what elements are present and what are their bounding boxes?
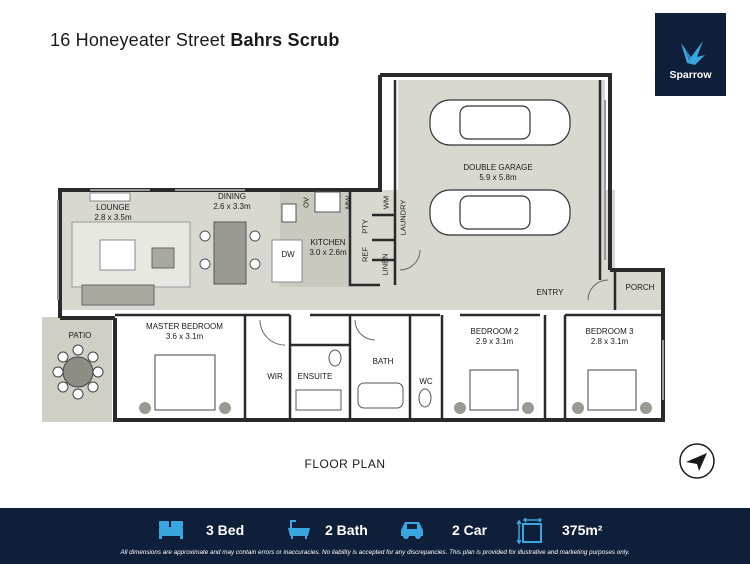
sofa xyxy=(81,284,155,306)
bath-icon xyxy=(288,520,310,539)
ensuite-label: ENSUITE xyxy=(297,372,333,381)
wc-label: WC xyxy=(419,377,433,386)
land-area-icon xyxy=(516,518,543,544)
microwave-label: MW xyxy=(343,195,353,210)
bedroom3-bed xyxy=(587,369,637,411)
kitchen-island xyxy=(271,239,303,283)
suburb-name: Bahrs Scrub xyxy=(230,30,340,50)
armchair xyxy=(151,247,175,269)
entry-label: ENTRY xyxy=(536,288,564,297)
land-area: 375m² xyxy=(562,522,603,538)
wc-toilet xyxy=(418,388,432,408)
sparrow-logo: Sparrow xyxy=(655,13,726,96)
pantry-label: PTY xyxy=(360,219,370,234)
ensuite-toilet xyxy=(328,349,342,367)
property-address: 16 Honeyeater Street Bahrs Scrub xyxy=(50,30,340,51)
wir-label: WIR xyxy=(267,372,283,381)
floor-plan-title: FLOOR PLAN xyxy=(304,457,386,471)
fridge-label: REF xyxy=(360,247,370,262)
dining-table xyxy=(213,221,247,285)
floor-plan-drawing xyxy=(42,73,665,422)
washing-machine-label: WM xyxy=(381,195,391,210)
sparrow-bird-icon xyxy=(681,41,705,65)
patio-table xyxy=(62,356,94,388)
car-count: 2 Car xyxy=(452,522,488,538)
bedroom2-bed xyxy=(469,369,519,411)
ensuite-vanity xyxy=(295,389,342,411)
bed-icon xyxy=(159,521,183,539)
bathtub xyxy=(357,382,404,409)
street-name: 16 Honeyeater Street xyxy=(50,30,226,50)
garage-walls xyxy=(380,73,612,270)
kitchen-sink xyxy=(281,203,297,223)
coffee-table xyxy=(99,239,136,271)
pantry-wall xyxy=(348,190,380,287)
car-icon xyxy=(401,522,423,539)
porch-floor xyxy=(615,270,663,310)
oven-label: OV xyxy=(301,197,311,208)
patio-label: PATIO xyxy=(68,331,92,340)
bed-count: 3 Bed xyxy=(206,522,245,538)
south-east-wall xyxy=(113,268,665,422)
master-bed xyxy=(154,354,216,411)
porch-label: PORCH xyxy=(625,283,655,292)
logo-text: Sparrow xyxy=(669,69,712,81)
compass-icon xyxy=(679,443,715,479)
disclaimer-text: All dimensions are approximate and may c… xyxy=(120,549,630,556)
tv-unit xyxy=(89,192,131,202)
feature-bar: 3 Bed 2 Bath 2 Car 375m² All dimensions … xyxy=(0,508,750,564)
car-icons xyxy=(429,99,571,236)
dishwasher-label: DW xyxy=(281,250,295,259)
laundry-floor xyxy=(380,215,405,285)
cooktop xyxy=(314,191,341,213)
laundry-label: LAUNDRY xyxy=(398,199,408,236)
linen-label: LINEN xyxy=(380,253,390,276)
bath-label: BATH xyxy=(372,357,394,366)
bath-count: 2 Bath xyxy=(325,522,368,538)
